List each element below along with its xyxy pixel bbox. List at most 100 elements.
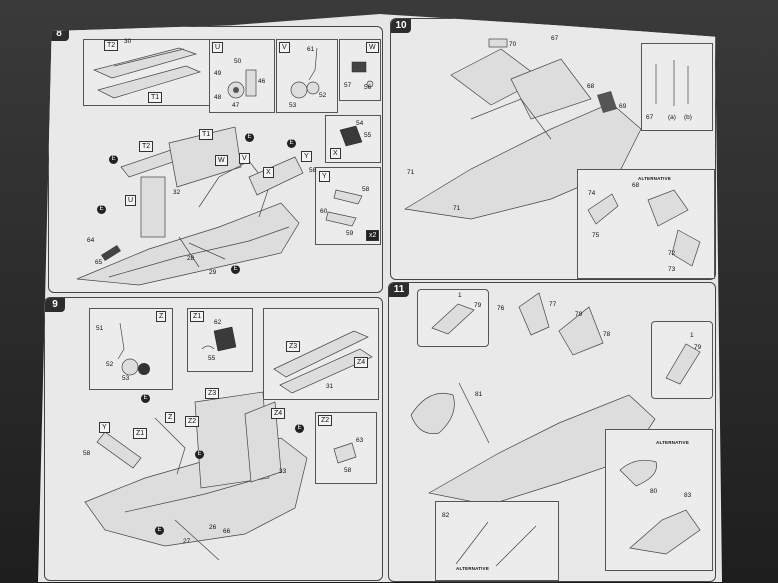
- part-w-drawing: [351, 61, 374, 88]
- inset-alternative-probe: 82 ALTERNATIVE: [435, 501, 559, 581]
- antenna-drawing: [655, 60, 689, 106]
- part-55-z1: 55: [208, 355, 216, 362]
- part-56: 56: [364, 84, 372, 91]
- wheel-z-drawing: [117, 322, 150, 376]
- tag-x: X: [330, 148, 341, 159]
- inset-v: V 61 52 53: [276, 39, 338, 113]
- part-80: 80: [650, 488, 658, 495]
- part-78: 78: [603, 331, 611, 338]
- alternative-label: ALTERNATIVE: [456, 566, 490, 571]
- part-55: 55: [364, 132, 372, 139]
- part-52-z: 52: [106, 361, 114, 368]
- tag-y-main-9: Y: [99, 422, 110, 433]
- part-69: 69: [619, 103, 627, 110]
- glue-marker: E: [97, 205, 106, 214]
- part-72: 72: [668, 250, 676, 257]
- tag-u-main: U: [125, 195, 137, 206]
- glue-marker: E: [141, 394, 150, 403]
- part-61: 61: [307, 46, 315, 53]
- tag-w-main: W: [215, 155, 228, 166]
- part-68: 68: [587, 83, 595, 90]
- tag-t1-main: T1: [199, 129, 214, 140]
- step-10-panel: 10 70 67 69 68 71 71 67 (a) (b): [390, 18, 716, 280]
- part-64: 64: [87, 237, 95, 244]
- inset-z: Z 51 52 53: [89, 308, 173, 390]
- part-83: 83: [684, 492, 692, 499]
- part-59: 59: [346, 230, 354, 237]
- part-48: 48: [214, 94, 222, 101]
- part-73: 73: [668, 266, 676, 273]
- glue-marker: E: [109, 155, 118, 164]
- glue-marker: E: [155, 526, 164, 535]
- tag-v: V: [279, 42, 290, 53]
- tag-t1: T1: [148, 92, 163, 103]
- step-9-airframe-drawing: [84, 391, 308, 561]
- tag-z4: Z4: [354, 357, 369, 368]
- part-63: 63: [356, 437, 364, 444]
- part-z1-drawing: [201, 326, 237, 352]
- part-82: 82: [442, 512, 450, 519]
- step-9-panel: 9 Z 51 52 53 Z1 62 55 Z3: [44, 297, 383, 581]
- part-81: 81: [475, 391, 483, 398]
- part-50: 50: [234, 58, 242, 65]
- part-29: 29: [209, 269, 217, 276]
- part-32: 32: [173, 189, 181, 196]
- glue-marker: E: [195, 450, 204, 459]
- inset-u: U 50 49 46 48 47: [209, 39, 275, 113]
- fins-drawing: [587, 189, 701, 267]
- part-31: 31: [326, 383, 334, 390]
- glue-marker: E: [231, 265, 240, 274]
- part-71-a: 71: [407, 169, 415, 176]
- tag-z4-main: Z4: [271, 408, 286, 419]
- tag-z3-main: Z3: [205, 388, 220, 399]
- tag-z2-main: Z2: [185, 416, 200, 427]
- part-53-z: 53: [122, 375, 130, 382]
- part-58-main: 58: [309, 167, 317, 174]
- part-74: 74: [588, 190, 596, 197]
- part-52: 52: [319, 92, 327, 99]
- part-66: 66: [223, 528, 231, 535]
- part-67: 67: [551, 35, 559, 42]
- inset-alternative-10: 74 68 75 72 73 ALTERNATIVE: [577, 169, 715, 279]
- part-51: 51: [96, 325, 104, 332]
- variant-b: (b): [684, 114, 692, 121]
- intake-z-drawing: [273, 330, 373, 394]
- part-58-z2: 58: [344, 467, 352, 474]
- tag-t2-main: T2: [139, 141, 154, 152]
- tag-y-main: Y: [301, 151, 312, 162]
- callout-canopy-right: 1 79: [651, 321, 713, 399]
- part-79-right: 79: [694, 344, 702, 351]
- part-47: 47: [232, 102, 240, 109]
- part-x-drawing: [339, 125, 363, 147]
- cockpit-drawing: [619, 459, 701, 555]
- part-75: 75: [592, 232, 600, 239]
- step-8-airframe-drawing: [76, 126, 304, 286]
- alternative-label: ALTERNATIVE: [638, 176, 672, 181]
- part-77: 77: [549, 301, 557, 308]
- instruction-sheet: 8 T2 30 T1 U 50 49 46 48 47: [38, 14, 722, 582]
- wheel-u-drawing: [227, 69, 257, 99]
- canopy-right-drawing: [665, 343, 701, 385]
- tag-v-main: V: [239, 153, 250, 164]
- glue-marker: E: [245, 133, 254, 142]
- part-26: 26: [209, 524, 217, 531]
- callout-canopy-left: 1 79: [417, 289, 489, 347]
- part-70: 70: [509, 41, 517, 48]
- step-11-airframe-drawing: [410, 292, 656, 506]
- part-76: 76: [497, 305, 505, 312]
- part-60: 60: [320, 208, 328, 215]
- tag-z3: Z3: [286, 341, 301, 352]
- canopy-drawing: [431, 303, 475, 335]
- tag-t2: T2: [104, 40, 119, 51]
- tag-x-main: X: [263, 167, 274, 178]
- part-54: 54: [356, 120, 364, 127]
- part-28: 28: [187, 255, 195, 262]
- part-58-9: 58: [83, 450, 91, 457]
- tag-u: U: [212, 42, 224, 53]
- inset-z1: Z1 62 55: [187, 308, 253, 372]
- part-27: 27: [183, 538, 191, 545]
- glue-marker: E: [287, 139, 296, 148]
- step-8-panel: 8 T2 30 T1 U 50 49 46 48 47: [48, 26, 383, 293]
- tag-z1: Z1: [190, 311, 205, 322]
